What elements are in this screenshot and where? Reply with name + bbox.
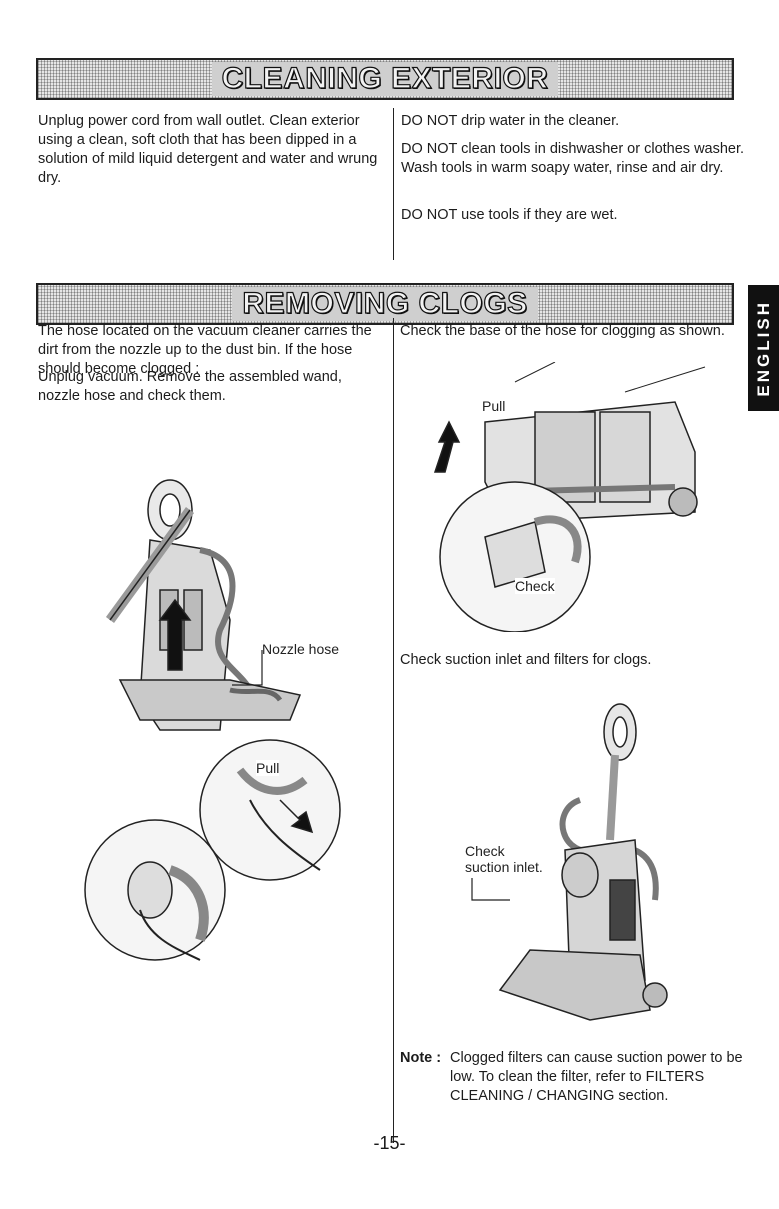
clogged-filter-note: Note : Clogged filters can cause suction… bbox=[400, 1049, 765, 1106]
note-text: Clogged filters can cause suction power … bbox=[450, 1050, 743, 1104]
unplug-instructions: Unplug vacuum. Remove the assembled wand… bbox=[38, 369, 342, 404]
pull-label-right: Pull bbox=[482, 398, 506, 414]
suction-inlet-illustration bbox=[471, 703, 668, 1021]
pull-label-left: Pull bbox=[256, 760, 280, 776]
check-label: Check bbox=[515, 578, 555, 594]
hose-description: The hose located on the vacuum cleaner c… bbox=[38, 323, 372, 377]
check-suction-inlet-label: Check suction inlet. bbox=[465, 843, 543, 875]
check-suction-filters-text: Check suction inlet and filters for clog… bbox=[400, 652, 652, 668]
vacuum-hose-removal-illustration bbox=[84, 479, 341, 961]
cleaning-exterior-instructions: Unplug power cord from wall outlet. Clea… bbox=[38, 113, 378, 186]
cleaning-exterior-title: CLEANING EXTERIOR bbox=[211, 61, 559, 96]
note-label: Note : bbox=[400, 1050, 442, 1066]
warning-no-dishwasher: DO NOT clean tools in dishwasher or clot… bbox=[401, 141, 745, 176]
removing-clogs-title: REMOVING CLOGS bbox=[232, 286, 538, 321]
column-divider-top bbox=[393, 108, 394, 260]
hose-base-check-illustration bbox=[433, 362, 706, 632]
nozzle-hose-label: Nozzle hose bbox=[262, 641, 340, 657]
language-tab-label: ENGLISH bbox=[753, 299, 773, 397]
column-divider-bottom bbox=[393, 318, 394, 1143]
removing-clogs-banner: REMOVING CLOGS bbox=[36, 283, 734, 325]
cleaning-exterior-banner: CLEANING EXTERIOR bbox=[36, 58, 734, 100]
warning-no-wet-tools: DO NOT use tools if they are wet. bbox=[401, 207, 618, 223]
language-tab: ENGLISH bbox=[748, 285, 779, 411]
page-number: -15- bbox=[373, 1133, 406, 1153]
check-hose-base-text: Check the base of the hose for clogging … bbox=[400, 323, 725, 339]
warning-no-drip: DO NOT drip water in the cleaner. bbox=[401, 113, 620, 129]
